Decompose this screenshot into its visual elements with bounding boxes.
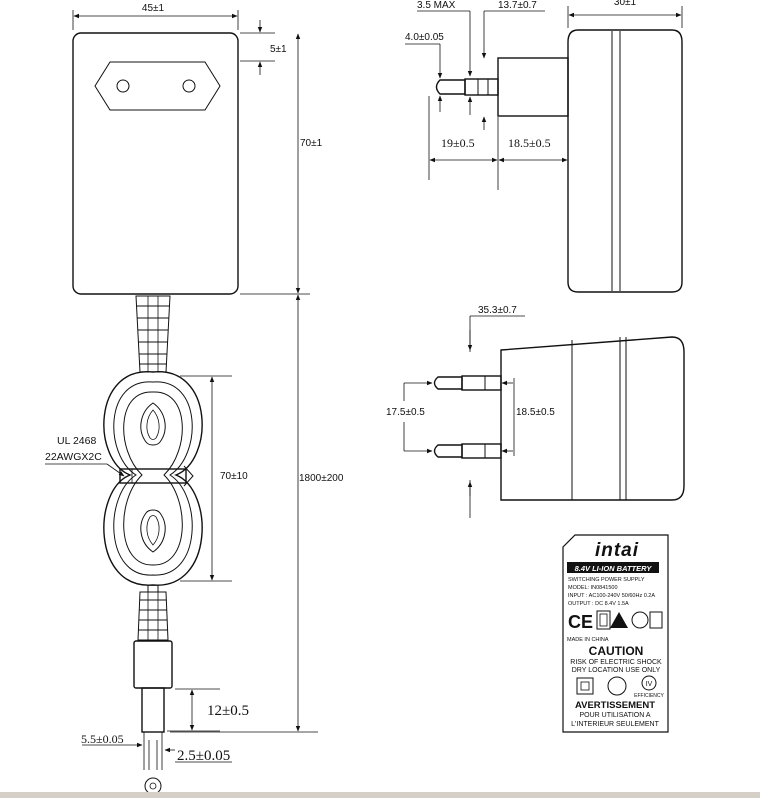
- label-line1: SWITCHING POWER SUPPLY: [568, 577, 645, 583]
- housing-side: [567, 29, 683, 293]
- socket-hole-right: [182, 79, 196, 93]
- plug-length-dimension-label: 12±0.5: [207, 703, 249, 719]
- ce-mark: CE: [568, 612, 593, 632]
- plug-base-side: [497, 57, 569, 117]
- caution-line1: RISK OF ELECTRIC SHOCK: [570, 659, 662, 666]
- pin-top-lower: [433, 443, 502, 459]
- pin-sleeve-side: [464, 78, 499, 96]
- efficiency-label: EFFICIENCY: [634, 693, 664, 699]
- side-view: 30±1 3.5 MAX 13.7±0.7 4.0±0.05 19±0.5 18…: [405, 0, 683, 293]
- top-view: 35.3±0.7 17.5±0.5 18.5±0.5: [386, 305, 685, 518]
- top-offset-dimension-label: 5±1: [270, 44, 287, 55]
- product-band: [567, 562, 659, 573]
- depth-dimension-label: 30±1: [614, 0, 637, 8]
- label-line3: INPUT : AC100-240V 50/60Hz 0.2A: [568, 593, 655, 599]
- cable-tie: [119, 468, 187, 484]
- coiled-cable: [103, 371, 203, 586]
- socket-hole-left: [116, 79, 130, 93]
- width-dimension-label: 45±1: [142, 3, 165, 14]
- double-square-icon: [576, 677, 594, 695]
- coil-dimension-label: 70±10: [220, 471, 248, 482]
- cert-mark: [649, 611, 663, 629]
- label-line4: OUTPUT : DC 8.4V 1.5A: [568, 601, 629, 607]
- caution-line2: DRY LOCATION USE ONLY: [572, 667, 661, 674]
- plug-outer-dimension-label: 5.5±0.05: [81, 732, 124, 746]
- dc-plug: [133, 640, 173, 795]
- pin-top-upper: [433, 375, 502, 391]
- pin-length-dimension-label: 19±0.5: [441, 136, 475, 150]
- blank-circle-icon: [607, 676, 627, 696]
- pin-max-dimension-label: 3.5 MAX: [417, 0, 456, 11]
- pin-diameter-dimension-label: 4.0±0.05: [405, 32, 444, 43]
- product-band-text: 8.4V LI-ION BATTERY: [575, 564, 653, 573]
- socket-outline: [94, 61, 221, 111]
- gs-mark: [631, 611, 649, 629]
- lower-strain-relief: [137, 585, 169, 641]
- pin-spacing-dimension-label: 13.7±0.7: [498, 0, 537, 11]
- base-width-dimension-label: 18.5±0.5: [516, 407, 555, 418]
- housing-top: [500, 336, 685, 501]
- double-insulation-mark: [596, 610, 611, 630]
- window-bottom-edge: [0, 792, 760, 798]
- efficiency-mark-text: IV: [646, 681, 653, 688]
- strain-relief: [135, 295, 171, 373]
- cable-spec-line1: UL 2468: [57, 435, 96, 447]
- caution-title: CAUTION: [589, 644, 644, 658]
- cable-spec-line2: 22AWGX2C: [45, 451, 102, 463]
- warning-line1: POUR UTILISATION A: [579, 712, 650, 719]
- warning-line2: L'INTERIEUR SEULEMENT: [571, 721, 659, 728]
- made-in-text: MADE IN CHINA: [567, 637, 609, 643]
- height-dimension-label: 70±1: [300, 138, 323, 149]
- overall-dimension-label: 35.3±0.7: [478, 305, 517, 316]
- front-view: 45±1 5±1 70±1: [45, 3, 344, 795]
- cable-length-dimension-label: 1800±200: [299, 473, 344, 484]
- plug-inner-dimension-label: 2.5±0.05: [177, 748, 230, 764]
- pin-tip-side: [435, 79, 466, 95]
- rating-label: intai 8.4V LI-ION BATTERY SWITCHING POWE…: [562, 534, 669, 733]
- label-line2: MODEL: IN0841500: [568, 585, 618, 591]
- efficiency-mark: [641, 675, 657, 691]
- adapter-body-front: [72, 32, 239, 295]
- pin-pitch-dimension-label: 17.5±0.5: [386, 407, 425, 418]
- base-length-dimension-label: 18.5±0.5: [508, 136, 551, 150]
- cable-spec-leader: [106, 463, 125, 477]
- warning-title: AVERTISSEMENT: [575, 700, 655, 711]
- brand-logo: intai: [595, 540, 639, 561]
- safety-mark: [610, 612, 628, 628]
